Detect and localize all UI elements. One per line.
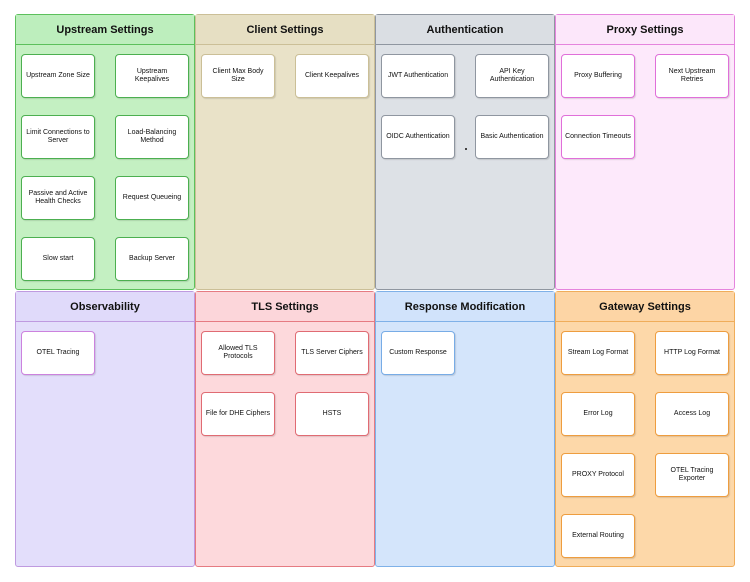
card-file-for-dhe-ciphers[interactable]: File for DHE Ciphers (201, 392, 275, 436)
card-tls-server-ciphers[interactable]: TLS Server Ciphers (295, 331, 369, 375)
card-otel-tracing[interactable]: OTEL Tracing (21, 331, 95, 375)
panel-title: Response Modification (376, 292, 554, 322)
card-custom-response[interactable]: Custom Response (381, 331, 455, 375)
card-slow-start[interactable]: Slow start (21, 237, 95, 281)
card-error-log[interactable]: Error Log (561, 392, 635, 436)
panel-title: Observability (16, 292, 194, 322)
card-client-max-body-size[interactable]: Client Max Body Size (201, 54, 275, 98)
card-load-balancing-method[interactable]: Load-Balancing Method (115, 115, 189, 159)
panel-title: Gateway Settings (556, 292, 734, 322)
panel-title: Upstream Settings (16, 15, 194, 45)
card-upstream-keepalives[interactable]: Upstream Keepalives (115, 54, 189, 98)
card-limit-connections-to-server[interactable]: Limit Connections to Server (21, 115, 95, 159)
card-proxy-protocol[interactable]: PROXY Protocol (561, 453, 635, 497)
panel-title: TLS Settings (196, 292, 374, 322)
stray-dot (465, 148, 467, 150)
panel-title: Authentication (376, 15, 554, 45)
card-oidc-authentication[interactable]: OIDC Authentication (381, 115, 455, 159)
card-hsts[interactable]: HSTS (295, 392, 369, 436)
card-request-queueing[interactable]: Request Queueing (115, 176, 189, 220)
card-api-key-authentication[interactable]: API Key Authentication (475, 54, 549, 98)
card-allowed-tls-protocols[interactable]: Allowed TLS Protocols (201, 331, 275, 375)
card-access-log[interactable]: Access Log (655, 392, 729, 436)
card-http-log-format[interactable]: HTTP Log Format (655, 331, 729, 375)
card-external-routing[interactable]: External Routing (561, 514, 635, 558)
card-client-keepalives[interactable]: Client Keepalives (295, 54, 369, 98)
card-connection-timeouts[interactable]: Connection Timeouts (561, 115, 635, 159)
card-backup-server[interactable]: Backup Server (115, 237, 189, 281)
card-stream-log-format[interactable]: Stream Log Format (561, 331, 635, 375)
card-basic-authentication[interactable]: Basic Authentication (475, 115, 549, 159)
card-proxy-buffering[interactable]: Proxy Buffering (561, 54, 635, 98)
panel-title: Client Settings (196, 15, 374, 45)
card-jwt-authentication[interactable]: JWT Authentication (381, 54, 455, 98)
card-upstream-zone-size[interactable]: Upstream Zone Size (21, 54, 95, 98)
card-otel-tracing-exporter[interactable]: OTEL Tracing Exporter (655, 453, 729, 497)
card-passive-and-active-health-checks[interactable]: Passive and Active Health Checks (21, 176, 95, 220)
card-next-upstream-retries[interactable]: Next Upstream Retries (655, 54, 729, 98)
panel-title: Proxy Settings (556, 15, 734, 45)
